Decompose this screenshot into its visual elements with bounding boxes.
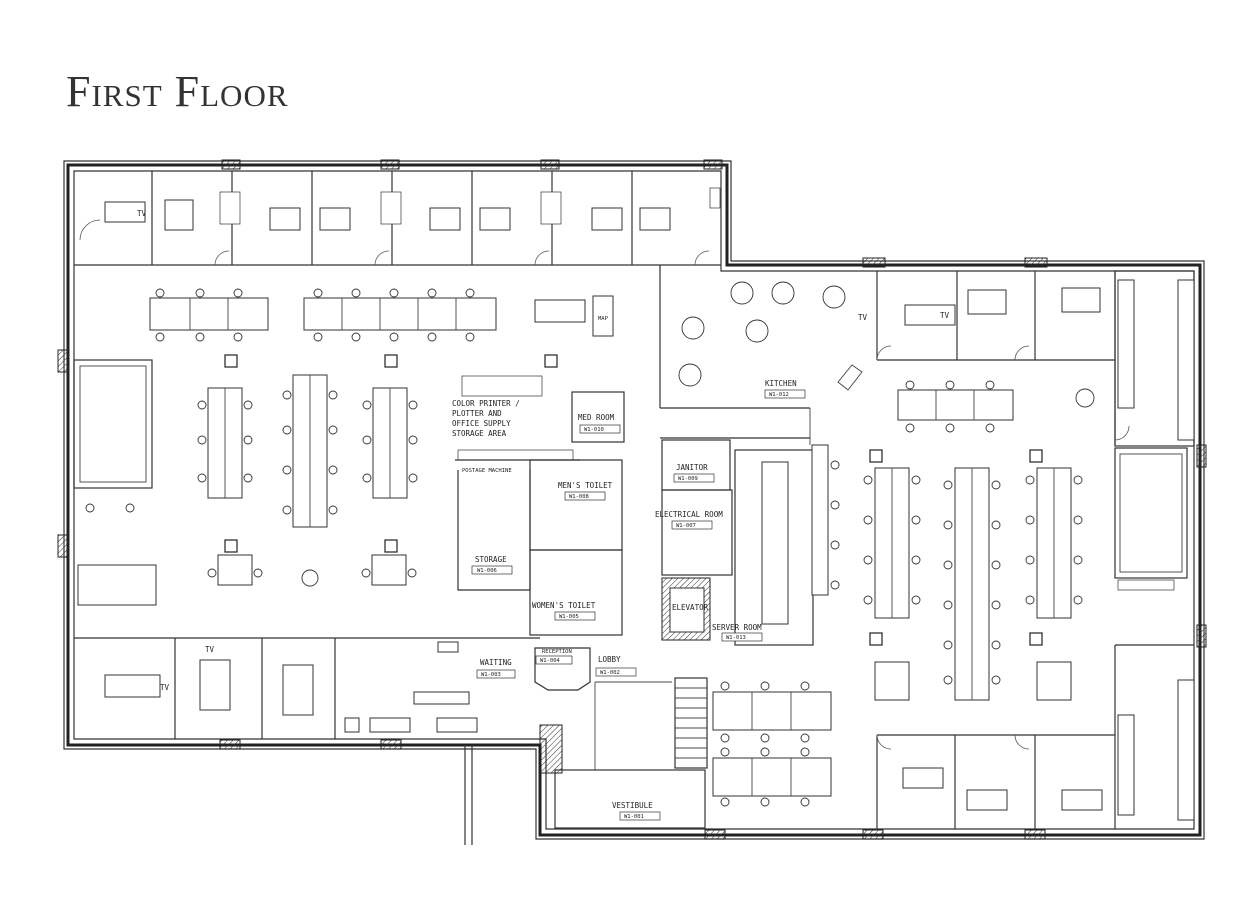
color-printer-label-4: STORAGE AREA [452,429,507,438]
tv-label-4: TV [858,313,868,322]
storage-tag: W1-006 [477,568,497,574]
chairs-right [720,380,1083,807]
mens-toilet-tag: W1-008 [569,494,589,500]
janitor-tag: W1-009 [678,476,698,482]
vestibule-label: VESTIBULE [612,801,653,810]
electrical-room-label: ELECTRICAL ROOM [655,510,723,519]
lobby-tag: W1-002 [600,670,620,676]
tv-label-2: TV [160,683,170,692]
kitchen-area: KITCHEN W1-012 TV [659,265,868,445]
waiting-label: WAITING [480,658,512,667]
server-room-tag: W1-013 [726,635,746,641]
electrical-room-tag: W1-007 [676,523,696,529]
vestibule-tag: W1-001 [624,814,644,820]
chairs-left [85,288,475,578]
tv-label-3: TV [205,645,215,654]
mens-toilet-label: MEN'S TOILET [558,481,613,490]
exterior-walls [57,159,1207,840]
reception-label: RECEPTION [542,649,572,655]
left-workstations: MAP COLOR PRINTER / PLOTTER AND OFFICE S… [73,295,614,606]
waiting-tag: W1-003 [481,672,501,678]
top-offices: TV [74,171,721,266]
server-room-label: SERVER ROOM [712,623,762,632]
conference-rooms: TV TV WAITING W1-003 [74,637,540,739]
tv-label-5: TV [940,311,950,320]
map-label: MAP [598,316,609,322]
tv-label: TV [137,209,147,218]
page-title: First Floor [66,67,289,116]
color-printer-label-2: PLOTTER AND [452,409,502,418]
color-printer-label-3: OFFICE SUPPLY [452,419,511,428]
janitor-label: JANITOR [676,463,708,472]
elevator-label: ELEVATOR [672,603,709,612]
storage-label: STORAGE [475,555,507,564]
reception-tag: W1-004 [540,658,561,664]
womens-toilet-label: WOMEN'S TOILET [532,601,596,610]
lobby-label: LOBBY [598,655,621,664]
kitchen-label: KITCHEN [765,379,797,388]
color-printer-label-1: COLOR PRINTER / [452,399,520,408]
kitchen-tag: W1-012 [769,392,789,398]
med-room-tag: W1-010 [584,427,604,433]
core-rooms: STORAGE W1-006 MEN'S TOILET W1-008 WOMEN… [457,391,814,845]
womens-toilet-tag: W1-005 [559,614,579,620]
postage-machine-label: POSTAGE MACHINE [462,468,512,474]
right-offices: TV [712,270,1195,829]
med-room-label: MED ROOM [578,413,615,422]
